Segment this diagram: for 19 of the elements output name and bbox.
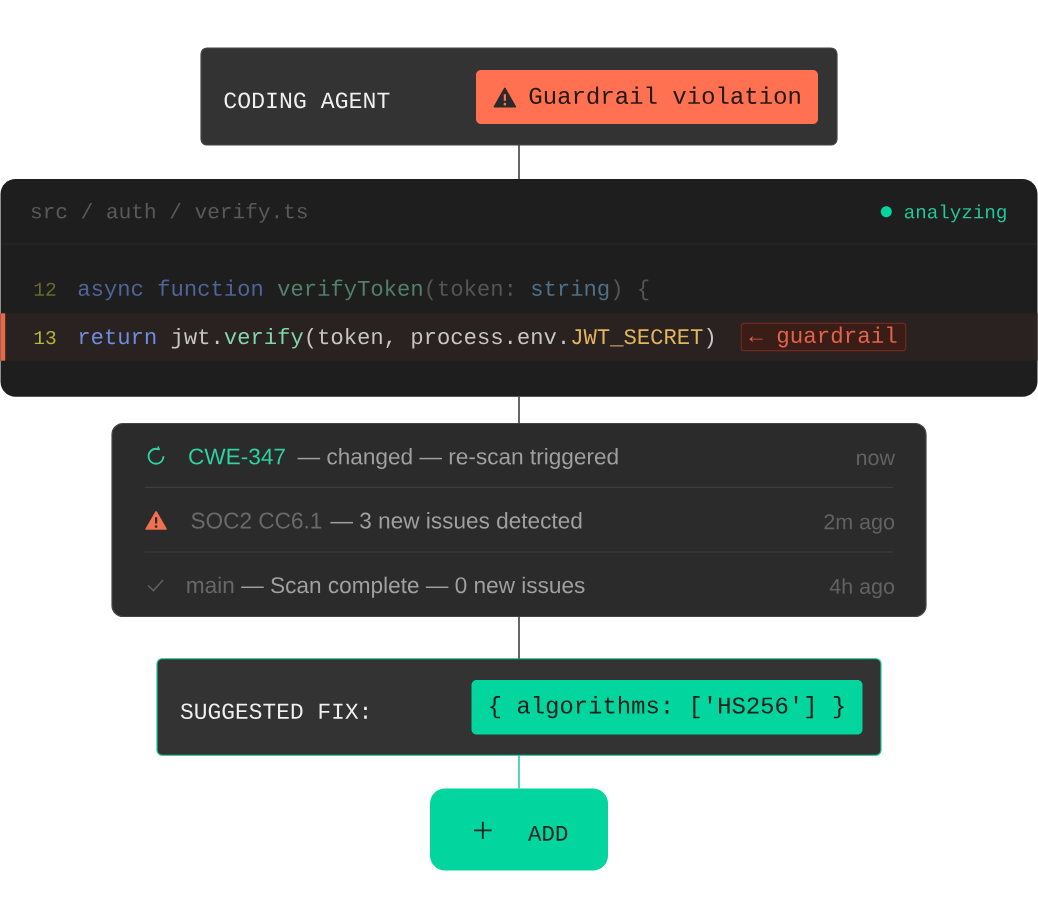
event-source: CWE-347 (189, 448, 285, 465)
event-message: — 3 new issues detected (330, 512, 582, 529)
guardrail-tag: ← guardrail (740, 322, 907, 352)
connector-line (518, 615, 520, 660)
file-path: src / auth / verify.ts (31, 203, 307, 223)
connector-line (518, 144, 520, 180)
line-number: 13 (34, 330, 56, 345)
event-message: — changed — re-scan triggered (297, 447, 618, 469)
event-source: SOC2 CC6.1 (191, 512, 322, 529)
connector-line (518, 754, 520, 790)
line-number: 12 (34, 282, 56, 296)
event-message: — Scan complete — 0 new issues (241, 576, 585, 598)
status-label: analyzing (904, 204, 1006, 223)
warning-badge: Guardrail violation (476, 70, 818, 125)
code-line: return jwt.verify(token, process.env.JWT_SECRET) (79, 327, 714, 349)
connector-line (518, 396, 520, 425)
event-source: main (187, 576, 234, 594)
code-chip: { algorithms: ['HS256'] } (471, 680, 863, 735)
add-button: ADD (430, 788, 608, 871)
